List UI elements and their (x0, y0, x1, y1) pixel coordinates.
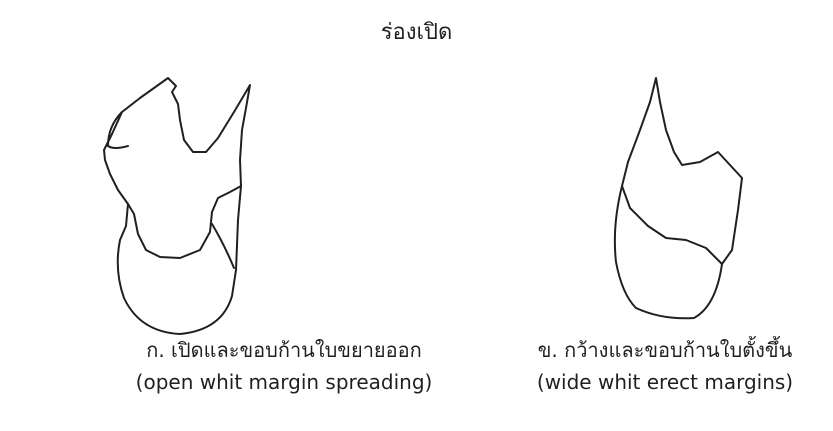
page-title: ร่องเปิด (0, 18, 833, 48)
caption-thai: ก. เปิดและขอบก้านใบขยายออก (118, 334, 450, 366)
caption-figure-b: ข. กว้างและขอบก้านใบตั้งขึ้น (wide whit … (500, 334, 830, 398)
sheath-lower-bulb (615, 186, 722, 318)
sheath-upper-outline (622, 78, 742, 264)
open-sheath-drawing (100, 72, 260, 342)
sheath-right-margin (236, 186, 241, 270)
caption-english: (wide whit erect margins) (500, 366, 830, 398)
caption-figure-a: ก. เปิดและขอบก้านใบขยายออก (open whit ma… (118, 334, 450, 398)
sheath-margin-lobe (108, 112, 128, 148)
wide-sheath-drawing (606, 72, 766, 342)
sheath-fold-line (212, 224, 234, 268)
figure-wide-erect-margins (606, 72, 766, 342)
sheath-upper-outline (104, 78, 250, 258)
figure-open-spreading-margins (100, 72, 260, 342)
caption-english: (open whit margin spreading) (118, 366, 450, 398)
caption-thai: ข. กว้างและขอบก้านใบตั้งขึ้น (500, 334, 830, 366)
